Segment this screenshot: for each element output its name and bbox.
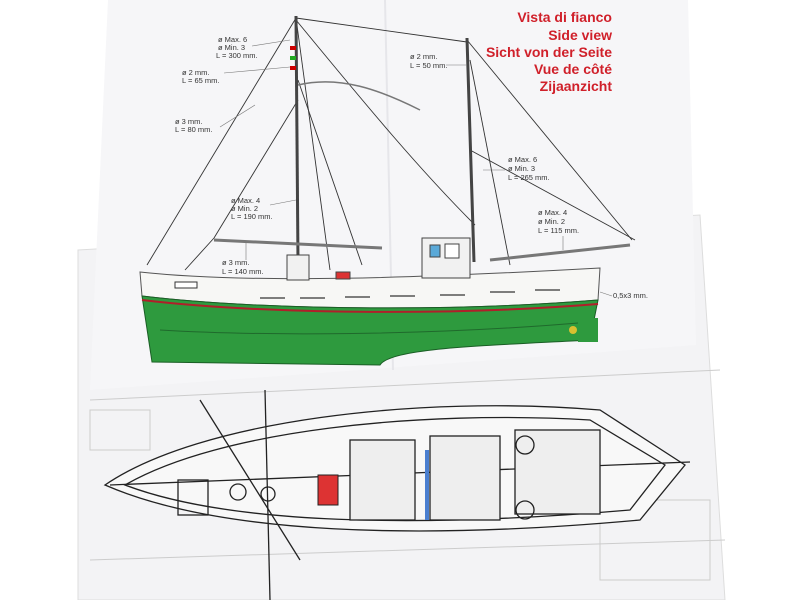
portholes-row bbox=[260, 289, 560, 299]
annotation-line: L = 65 mm. bbox=[182, 76, 219, 85]
foremast bbox=[294, 15, 300, 263]
booms bbox=[213, 81, 631, 262]
annotation-line: ø Min. 3 bbox=[508, 164, 535, 173]
rigging bbox=[146, 17, 636, 271]
leader-lines bbox=[219, 39, 613, 297]
annotation-line: ø 3 mm. bbox=[222, 258, 250, 267]
name-board bbox=[174, 281, 198, 289]
dimension-annotations: ø Max. 6 ø Min. 3 L = 300 mm. ø 2 mm. L … bbox=[175, 35, 648, 300]
annotation-line: L = 190 mm. bbox=[231, 212, 273, 221]
annotation-line: L = 265 mm. bbox=[508, 173, 550, 182]
annotation-line: ø 2 mm. bbox=[410, 52, 438, 61]
annotation-line: ø 2 mm. bbox=[182, 68, 210, 77]
title-german: Sicht von der Seite bbox=[486, 44, 612, 60]
title-english: Side view bbox=[548, 27, 612, 43]
annotation-line: L = 50 mm. bbox=[410, 61, 447, 70]
annotation-line: 0,5x3 mm. bbox=[613, 291, 648, 300]
masts bbox=[294, 15, 476, 263]
annotation-line: L = 300 mm. bbox=[216, 51, 258, 60]
annotation-line: ø Min. 2 bbox=[538, 217, 565, 226]
title-french: Vue de côté bbox=[534, 61, 612, 77]
annotation-line: L = 140 mm. bbox=[222, 267, 264, 276]
mizzen-mast bbox=[465, 37, 476, 263]
title-dutch: Zijaanzicht bbox=[540, 78, 613, 94]
annotation-line: ø Max. 4 bbox=[231, 196, 260, 205]
wheelhouse bbox=[286, 237, 471, 281]
annotation-line: ø Min. 3 bbox=[218, 43, 245, 52]
annotation-line: ø Max. 4 bbox=[538, 208, 567, 217]
deck-liferaft bbox=[317, 474, 339, 506]
annotation-line: L = 80 mm. bbox=[175, 125, 212, 134]
rudder bbox=[578, 318, 598, 342]
view-titles: Vista di fianco Side view Sicht von der … bbox=[486, 9, 612, 94]
annotation-line: L = 115 mm. bbox=[538, 226, 579, 235]
deck-plan-hull bbox=[103, 389, 691, 600]
annotation-line: ø Min. 2 bbox=[231, 204, 258, 213]
annotation-line: ø Max. 6 bbox=[218, 35, 247, 44]
deck-blue-strip bbox=[425, 450, 429, 520]
annotation-line: ø Max. 6 bbox=[508, 155, 537, 164]
hull-bottom bbox=[141, 295, 599, 366]
side-view-sheet: Vista di fianco Side view Sicht von der … bbox=[90, 0, 696, 390]
title-italian: Vista di fianco bbox=[517, 9, 612, 25]
annotation-line: ø 3 mm. bbox=[175, 117, 203, 126]
